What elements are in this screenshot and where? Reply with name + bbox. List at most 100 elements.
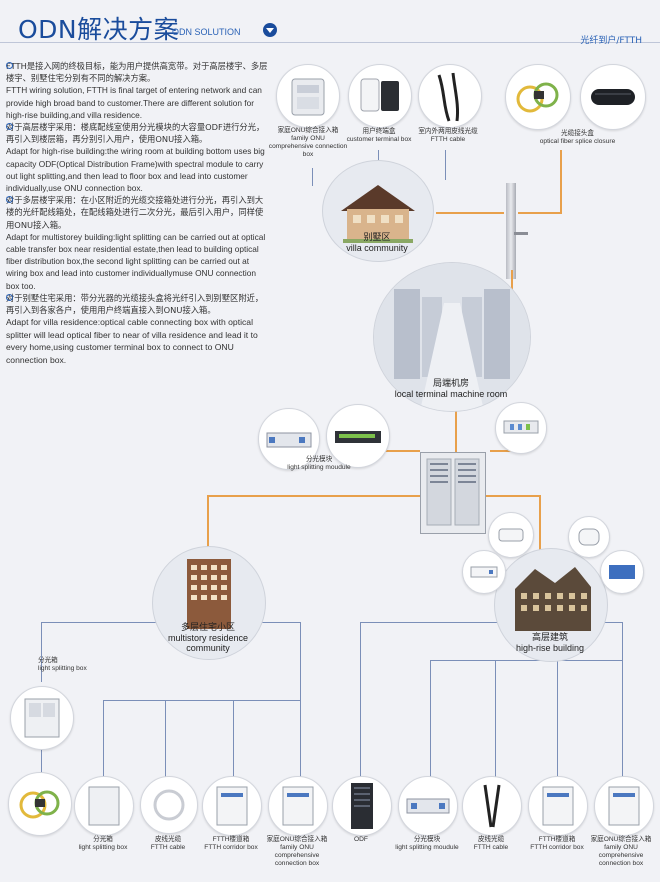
server-room-icon bbox=[374, 263, 530, 411]
intro-paragraph-en: Adapt for multistorey building:light spl… bbox=[6, 231, 266, 291]
corridor-box-icon bbox=[542, 786, 574, 826]
connector-line bbox=[430, 660, 431, 780]
connector-line bbox=[430, 660, 622, 661]
high-rise-hub bbox=[494, 548, 608, 662]
product-thumbnail bbox=[74, 776, 134, 836]
connector-line bbox=[103, 700, 301, 701]
product-thumbnail bbox=[462, 550, 506, 594]
cabinet-icon bbox=[426, 458, 480, 526]
splitter-module-icon bbox=[335, 431, 381, 443]
connector-line bbox=[560, 150, 562, 214]
connector-line bbox=[490, 450, 520, 452]
connector-line bbox=[445, 150, 446, 180]
terminal-box-icon bbox=[360, 78, 399, 112]
product-thumbnail bbox=[418, 64, 482, 128]
onu-box-icon bbox=[282, 786, 314, 826]
connector-line bbox=[360, 622, 361, 782]
onu-box-icon bbox=[291, 78, 325, 116]
product-thumbnail bbox=[276, 64, 340, 128]
villa-community-hub bbox=[322, 160, 434, 262]
splitter-coil-icon bbox=[516, 82, 559, 113]
onu-box-icon bbox=[608, 786, 640, 826]
apartment-building-icon bbox=[187, 559, 231, 629]
connector-line bbox=[312, 168, 313, 186]
product-thumbnail bbox=[10, 686, 74, 750]
product-thumbnail bbox=[528, 776, 588, 836]
product-thumbnail bbox=[140, 776, 198, 834]
product-thumbnail bbox=[580, 64, 646, 130]
ftth-cable-icon bbox=[153, 789, 185, 821]
connector-line bbox=[165, 700, 166, 780]
connector-line bbox=[518, 212, 562, 214]
splitter-module-icon bbox=[266, 432, 312, 448]
connector-line bbox=[41, 622, 156, 623]
connector-line bbox=[41, 738, 42, 778]
onu-device-icon bbox=[609, 565, 635, 579]
villa-house-icon bbox=[341, 185, 415, 243]
page-subtitle: ODN SOLUTION bbox=[172, 27, 241, 37]
connector-line bbox=[207, 495, 427, 497]
product-thumbnail bbox=[594, 776, 654, 836]
ftth-cable-icon bbox=[483, 784, 501, 828]
product-thumbnail bbox=[268, 776, 328, 836]
corridor-box-icon bbox=[216, 786, 248, 826]
odf-rack-icon bbox=[351, 783, 373, 829]
onu-device-icon bbox=[470, 566, 498, 578]
product-thumbnail bbox=[258, 408, 320, 470]
splitter-coil-icon bbox=[19, 790, 60, 819]
connector-line bbox=[485, 495, 540, 497]
high-rise-building-icon bbox=[515, 567, 591, 631]
header-divider bbox=[0, 42, 660, 43]
splitting-box-icon bbox=[88, 786, 120, 826]
connector-line bbox=[207, 495, 209, 550]
product-thumbnail bbox=[600, 550, 644, 594]
distribution-cabinet bbox=[420, 452, 486, 534]
product-thumbnail bbox=[495, 402, 547, 454]
connector-line bbox=[103, 700, 104, 780]
product-thumbnail bbox=[505, 64, 571, 130]
intro-paragraph-en: Adapt for villa residence:optical cable … bbox=[6, 317, 258, 366]
product-thumbnail bbox=[462, 776, 522, 836]
splice-closure-icon bbox=[591, 89, 635, 105]
product-thumbnail bbox=[332, 776, 392, 836]
intro-paragraph: 对于多层楼宇采用：在小区附近的光缆交接箱处进行分光，再引入到大楼的光纤配线箱处，… bbox=[6, 195, 264, 230]
connector-line bbox=[360, 622, 500, 623]
intro-paragraph-en: FTTH wiring solution, FTTH is final targ… bbox=[6, 85, 262, 120]
product-thumbnail bbox=[8, 772, 72, 836]
onu-device-icon bbox=[578, 528, 600, 546]
product-thumbnail bbox=[488, 512, 534, 558]
bullet-icon bbox=[6, 293, 13, 301]
product-label: ODF bbox=[354, 836, 368, 843]
product-thumbnail bbox=[348, 64, 412, 128]
adapter-panel-icon bbox=[503, 420, 539, 434]
connector-line bbox=[622, 660, 623, 780]
product-thumbnail bbox=[202, 776, 262, 836]
multistory-hub bbox=[152, 546, 266, 660]
intro-paragraph-en: Adapt for high-rise building:the wiring … bbox=[6, 146, 265, 194]
intro-paragraph: FTTH是接入网的终极目标，能为用户提供高宽带。对于高层楼宇、多层楼宇、别墅住宅… bbox=[6, 61, 268, 84]
bullet-icon bbox=[6, 123, 13, 131]
splitter-module-icon bbox=[406, 798, 450, 814]
machine-room-hub bbox=[373, 262, 531, 412]
intro-text: FTTH是接入网的终极目标，能为用户提供高宽带。对于高层楼宇、多层楼宇、别墅住宅… bbox=[6, 60, 268, 367]
product-thumbnail bbox=[568, 516, 610, 558]
bullet-icon bbox=[6, 196, 13, 204]
connector-line bbox=[455, 405, 457, 455]
intro-paragraph: 对于高层楼宇采用：楼底配线室使用分光模块的大容量ODF进行分光，再引入到楼层箱，… bbox=[6, 122, 265, 145]
section-tag: 光纤到户/FTTH bbox=[580, 36, 642, 46]
